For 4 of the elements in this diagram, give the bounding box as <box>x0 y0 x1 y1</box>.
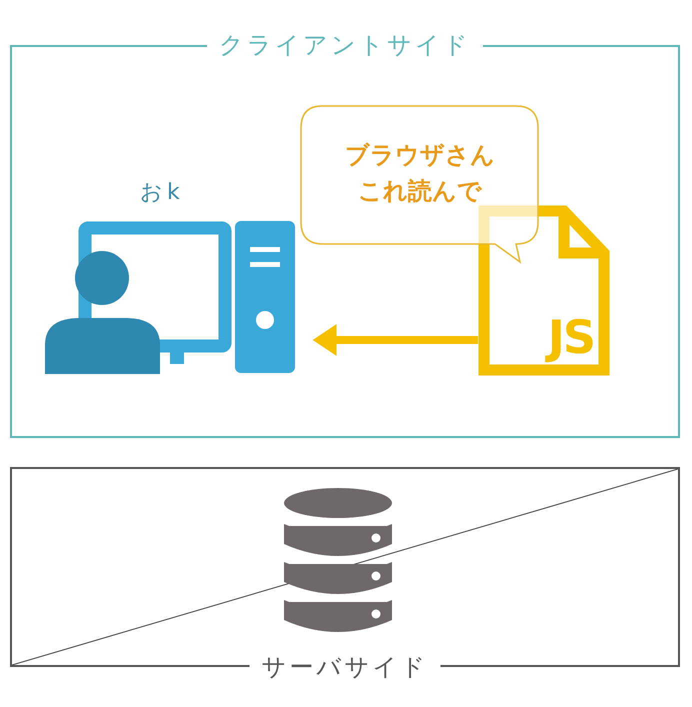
computer-caption: おk <box>140 180 184 206</box>
bubble-text: ブラウザさんこれ読んで <box>345 140 495 207</box>
file-label: JS <box>548 312 594 362</box>
arrow <box>312 324 478 356</box>
